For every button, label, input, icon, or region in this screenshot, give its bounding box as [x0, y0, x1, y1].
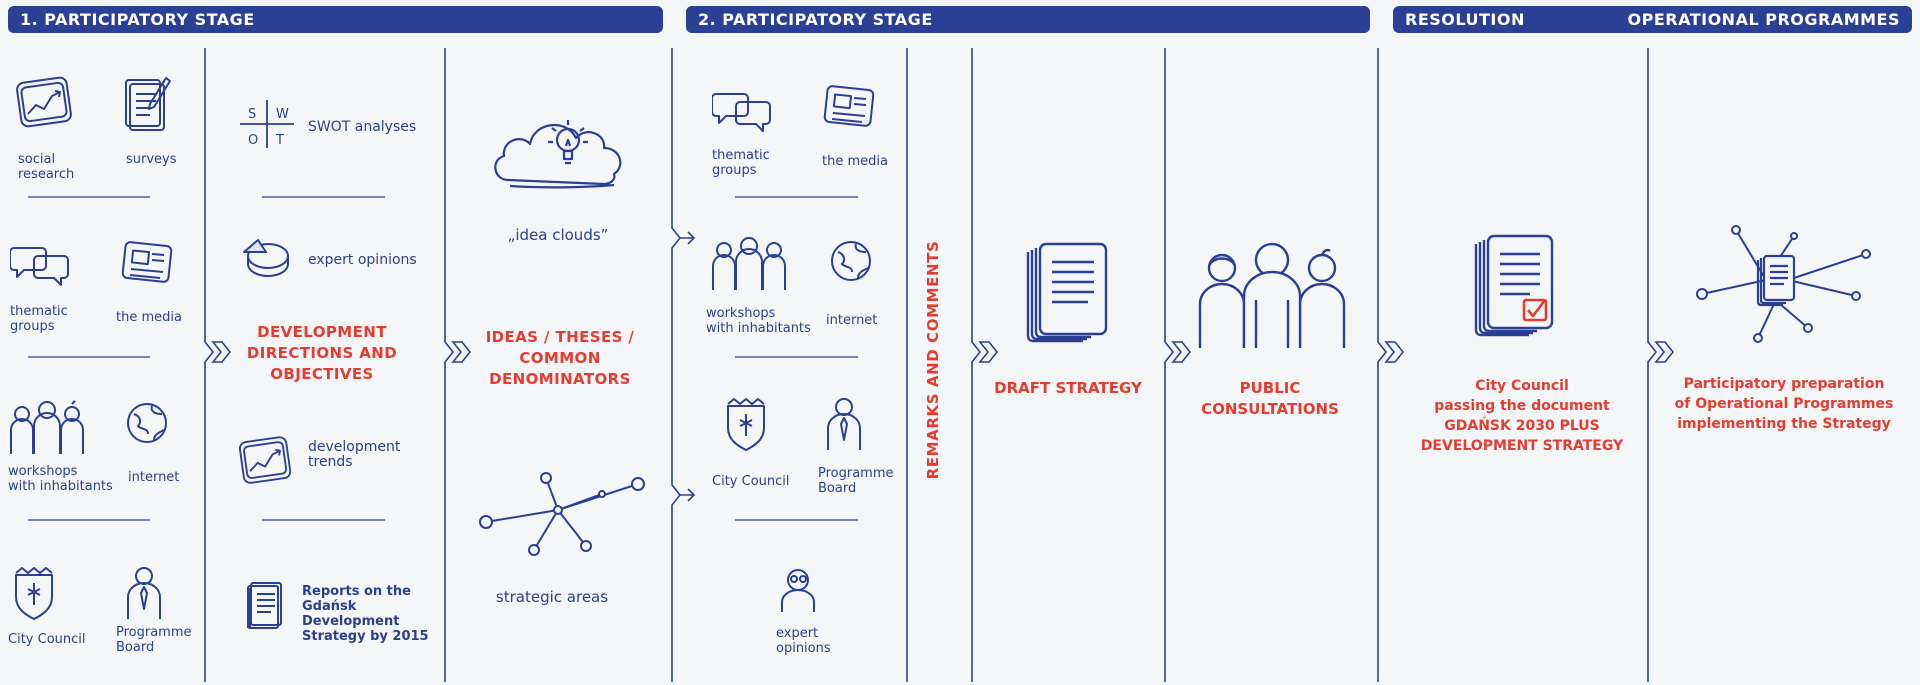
newspaper-icon-2: [823, 85, 875, 127]
speech-bubbles-icon-2: [712, 93, 771, 132]
expert-opinions-label-2: expert opinions: [308, 252, 417, 268]
swot-icon: S W O T: [240, 100, 294, 148]
header-resolution-label: RESOLUTION: [1405, 10, 1525, 29]
trend-chart-icon: [238, 436, 292, 484]
city-council-label-1: City Council: [8, 632, 86, 647]
internet-label-2: internet: [826, 313, 878, 328]
header-stage1-label: 1. PARTICIPATORY STAGE: [20, 10, 255, 29]
remarks-column: REMARKS AND COMMENTS: [924, 241, 942, 480]
reports-icon: [247, 582, 282, 629]
header-stage2-label: 2. PARTICIPATORY STAGE: [698, 10, 933, 29]
surveys-label: surveys: [126, 152, 177, 167]
swot-letter-t: T: [275, 133, 284, 148]
remarks-text: REMARKS AND COMMENTS: [924, 240, 942, 480]
public-consultations-text: PUBLIC CONSULTATIONS: [1201, 379, 1339, 418]
globe-icon-2: [831, 241, 871, 281]
speech-bubbles-icon: [10, 247, 69, 286]
programme-board-label-1: Programme Board: [116, 625, 192, 655]
ideas-theses-text: IDEAS / THESES / COMMON DENOMINATORS: [485, 328, 635, 388]
the-media-label-2: the media: [822, 154, 888, 169]
swot-letter-s: S: [248, 107, 256, 122]
globe-icon: [127, 403, 167, 443]
public-people-icon: [1198, 242, 1346, 348]
swot-letter-w: W: [276, 107, 289, 122]
swot-letter-o: O: [248, 133, 258, 148]
strategic-areas-label: strategic areas: [495, 588, 609, 606]
workshops-label-1: workshops with inhabitants: [8, 464, 113, 494]
newspaper-icon: [121, 241, 173, 283]
city-council-passing-text: City Council passing the document GDAŃSK…: [1420, 378, 1624, 454]
thematic-groups-label-1: thematic groups: [10, 304, 68, 334]
city-crest-icon: [15, 567, 53, 620]
participatory-preparation-text: Participatory preparation of Operational…: [1674, 376, 1894, 432]
workshops-label-2: workshops with inhabitants: [706, 306, 811, 336]
city-council-label-2: City Council: [712, 474, 790, 489]
header-stage2: 2. PARTICIPATORY STAGE: [686, 6, 1370, 33]
network-icon: [479, 472, 645, 556]
development-trends-label: development trends: [308, 439, 401, 470]
idea-clouds-label: „idea clouds”: [507, 226, 609, 244]
thematic-groups-label-2: thematic groups: [712, 148, 770, 178]
people-group-icon: [10, 400, 84, 454]
businessman-icon-2: [827, 398, 861, 450]
social-research-label: social research: [18, 152, 75, 182]
the-media-label-1: the media: [116, 310, 182, 325]
pie-chart-icon: [243, 239, 289, 277]
expert-icon: [781, 569, 815, 612]
idea-cloud-icon: [494, 120, 622, 189]
hub-document-icon: [1696, 225, 1871, 343]
businessman-icon: [127, 567, 161, 619]
approved-document-icon: [1474, 234, 1554, 337]
people-group-icon-2: [712, 237, 786, 290]
header-stage1: 1. PARTICIPATORY STAGE: [8, 6, 663, 33]
reports-label: Reports on the Gdańsk Development Strate…: [302, 584, 429, 644]
survey-icon: [125, 77, 171, 131]
document-stack-icon: [1026, 242, 1108, 343]
development-directions-text: DEVELOPMENT DIRECTIONS AND OBJECTIVES: [246, 323, 398, 383]
city-crest-icon-2: [727, 398, 765, 451]
header-operational-label: OPERATIONAL PROGRAMMES: [1627, 10, 1900, 29]
draft-strategy-text: DRAFT STRATEGY: [994, 379, 1142, 397]
programme-board-label-2: Programme Board: [818, 466, 894, 496]
chart-icon: [16, 76, 72, 128]
header-resolution: RESOLUTION OPERATIONAL PROGRAMMES: [1393, 6, 1912, 33]
swot-label: SWOT analyses: [308, 119, 417, 135]
expert-opinions-label-4: expert opinions: [776, 626, 831, 656]
internet-label-1: internet: [128, 470, 180, 485]
